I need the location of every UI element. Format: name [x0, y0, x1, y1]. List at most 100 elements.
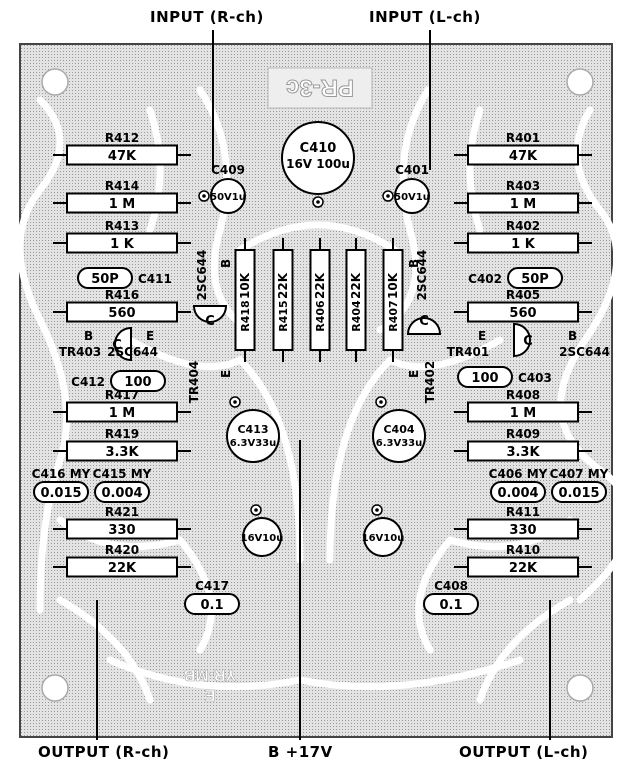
resistor-ref: R403	[506, 179, 540, 193]
resistor-ref: R410	[506, 543, 540, 557]
capacitor-ref: C411	[138, 272, 172, 286]
electrolytic-cap-5: 16V10u	[241, 504, 284, 557]
resistor-value: 330	[509, 523, 536, 538]
resistor-ref: R412	[105, 131, 139, 145]
resistor-ref: R401	[506, 131, 540, 145]
capacitor-ref: C407 MY	[550, 467, 609, 481]
resistor-ref: R408	[506, 388, 540, 402]
electrolytic-value: 16V10u	[241, 533, 284, 544]
capacitor-value: 0.004	[497, 486, 538, 501]
transistor-type: 2SC644	[195, 250, 209, 301]
resistor-value: 3.3K	[506, 445, 540, 460]
resistor-ref: R409	[506, 427, 540, 441]
electrolytic-ref: C409	[211, 163, 245, 177]
capacitor-ref: C403	[518, 371, 552, 385]
capacitor-c408: 0.1 C408	[423, 579, 479, 615]
resistor-r408: 1 M R408	[454, 388, 592, 423]
resistor-value: 3.3K	[105, 445, 139, 460]
resistor-r411: 330 R411	[454, 505, 592, 540]
resistor-ref: R421	[105, 505, 139, 519]
resistor-r405: 560 R405	[454, 288, 592, 323]
electrolytic-value: 6.3V33u	[230, 438, 277, 449]
resistor-ref: R416	[105, 288, 139, 302]
capacitor-value: 0.1	[439, 598, 462, 613]
resistor-value: 22K	[276, 272, 290, 299]
resistor-value: 1 M	[510, 406, 537, 421]
transistor-pin-label: E	[219, 370, 233, 378]
resistor-ref: R404	[350, 300, 363, 332]
output-l-label: OUTPUT (L-ch)	[459, 743, 589, 761]
capacitor-value: 100	[471, 371, 498, 386]
transistor-ref: TR404	[187, 361, 201, 403]
supply-label: B +17V	[268, 743, 333, 761]
transistor-pin-label: C	[205, 314, 215, 329]
transistor-pin-label: C	[112, 338, 122, 353]
transistor-ref: TR401	[447, 345, 489, 359]
resistor-ref: R406	[314, 300, 327, 332]
resistor-r413: 1 K R413	[53, 219, 191, 254]
resistor-ref: R411	[506, 505, 540, 519]
electrolytic-c409: 50V1u C409	[198, 163, 246, 214]
resistor-value: 47K	[108, 149, 137, 164]
transistor-pin-label: B	[84, 329, 93, 343]
transistor-type: 2SC644	[415, 250, 429, 301]
electrolytic-value: 16V 100u	[286, 157, 350, 171]
capacitor-ref: C406 MY	[489, 467, 548, 481]
transistor-pin-label: E	[146, 329, 154, 343]
transistor-pin-label: C	[419, 314, 429, 329]
lead-wires	[96, 30, 551, 740]
resistor-value: 10K	[386, 272, 400, 299]
capacitor-value: 100	[124, 375, 151, 390]
transistor-pin-label: B	[219, 259, 233, 268]
input-r-label: INPUT (R-ch)	[150, 8, 264, 26]
resistor-value: 1 K	[110, 237, 135, 252]
capacitor-ref: C408	[434, 579, 468, 593]
resistor-ref: R420	[105, 543, 139, 557]
resistor-ref: R415	[277, 300, 290, 331]
resistor-ref: R405	[506, 288, 540, 302]
transistor-pin-label: B	[568, 329, 577, 343]
electrolytic-value: 50V1u	[210, 192, 246, 203]
capacitor-c403: 100 C403	[457, 366, 552, 388]
resistor-value: 10K	[238, 272, 252, 299]
resistor-value: 47K	[509, 149, 538, 164]
resistor-value: 560	[509, 306, 536, 321]
resistor-r409: 3.3K R409	[454, 427, 592, 462]
capacitor-value: 0.015	[40, 486, 81, 501]
resistor-value: 1 M	[510, 197, 537, 212]
resistor-ref: R413	[105, 219, 139, 233]
resistor-ref: R414	[105, 179, 139, 193]
resistor-r401: 47K R401	[454, 131, 592, 166]
capacitor-value: 0.004	[101, 486, 142, 501]
board-name: PR-3c	[286, 74, 354, 101]
mounting-holes	[41, 68, 594, 702]
resistor-value: 1 M	[109, 197, 136, 212]
transistor-pin-label: E	[478, 329, 486, 343]
resistor-ref: R402	[506, 219, 540, 233]
resistor-r414: 1 M R414	[53, 179, 191, 214]
input-l-label: INPUT (L-ch)	[369, 8, 481, 26]
transistor-type: 2SC644	[107, 345, 158, 359]
silk-text-2: E	[204, 686, 215, 703]
capacitor-c406-my: 0.004 C406 MY	[489, 467, 548, 503]
resistor-ref: R407	[387, 300, 400, 331]
